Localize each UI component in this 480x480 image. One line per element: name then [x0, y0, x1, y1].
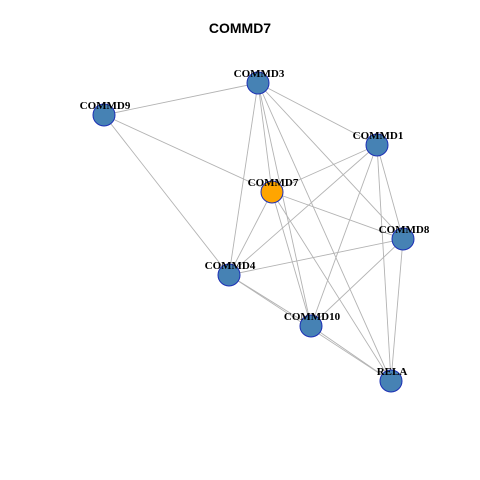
node-label-rela: RELA	[377, 366, 408, 378]
node-circle-commd4	[217, 263, 241, 287]
edge-commd9-commd7	[103, 114, 273, 193]
node-circle-commd3	[246, 71, 270, 95]
edge-commd3-commd8	[257, 82, 404, 240]
node-circle-commd7	[260, 180, 284, 204]
node-label-commd4: COMMD4	[205, 260, 256, 272]
node-label-commd9: COMMD9	[80, 100, 131, 112]
edge-commd9-commd4	[103, 114, 230, 276]
edge-commd3-commd9	[103, 82, 259, 116]
chart-title: COMMD7	[208, 20, 272, 36]
node-commd3: COMMD3	[234, 68, 285, 95]
edge-commd1-rela	[376, 144, 392, 382]
node-label-commd7: COMMD7	[248, 177, 299, 189]
node-circle-commd1	[365, 133, 389, 157]
nodes-layer: COMMD3COMMD9COMMD1COMMD7COMMD8COMMD4COMM…	[80, 68, 430, 393]
node-label-commd3: COMMD3	[234, 68, 285, 80]
edge-commd3-rela	[257, 82, 392, 382]
edge-commd1-commd4	[228, 144, 378, 276]
edge-commd8-rela	[390, 238, 404, 382]
edge-commd3-commd10	[257, 82, 312, 327]
node-circle-commd8	[391, 227, 415, 251]
node-commd8: COMMD8	[379, 224, 430, 251]
node-commd10: COMMD10	[284, 311, 341, 338]
edge-commd3-commd1	[257, 82, 378, 146]
node-label-commd1: COMMD1	[353, 130, 404, 142]
node-label-commd8: COMMD8	[379, 224, 430, 236]
edge-commd7-commd4	[228, 191, 273, 276]
edge-commd8-commd4	[228, 238, 404, 276]
edges-layer	[103, 82, 404, 382]
node-circle-rela	[379, 369, 403, 393]
node-commd4: COMMD4	[205, 260, 256, 287]
edge-commd7-commd10	[271, 191, 312, 327]
edge-commd1-commd10	[310, 144, 378, 327]
node-commd1: COMMD1	[353, 130, 404, 157]
node-circle-commd9	[92, 103, 116, 127]
node-label-commd10: COMMD10	[284, 311, 341, 323]
edge-commd8-commd10	[310, 238, 404, 327]
edge-commd7-commd8	[271, 191, 404, 240]
node-circle-commd10	[299, 314, 323, 338]
edge-commd3-commd7	[257, 82, 273, 193]
node-commd7: COMMD7	[248, 177, 299, 204]
edge-commd10-rela	[310, 325, 392, 382]
node-rela: RELA	[377, 366, 408, 393]
node-commd9: COMMD9	[80, 100, 131, 127]
edge-commd1-commd7	[271, 144, 378, 193]
edge-commd7-rela	[271, 191, 392, 382]
edge-commd1-commd8	[376, 144, 404, 240]
